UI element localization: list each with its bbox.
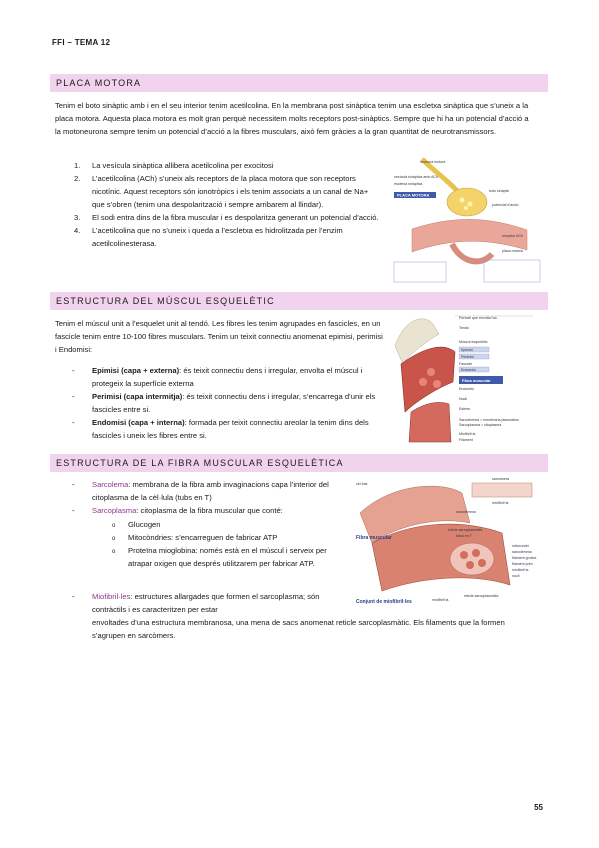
svg-text:reticle sarcoplasmàtic: reticle sarcoplasmàtic <box>448 528 483 532</box>
svg-text:Sarcoplasma = citoplasma: Sarcoplasma = citoplasma <box>459 423 501 427</box>
svg-text:Fascicle: Fascicle <box>459 362 472 366</box>
muscul-esqueletic-intro: Tenim el múscul unit a l’esquelet unit a… <box>55 319 383 354</box>
svg-text:miofibril·la: miofibril·la <box>512 568 528 572</box>
muscle-fiber-figure: cél·lula sarcòmera miofibril·la sarcolem… <box>352 473 544 607</box>
svg-text:sarcolemma: sarcolemma <box>456 510 476 514</box>
svg-text:mitocondri: mitocondri <box>512 544 529 548</box>
muscle-structure-illustration: Periosti que envolta l'os Tendó Múscul e… <box>394 315 533 443</box>
svg-text:potencial d'acció: potencial d'acció <box>492 203 518 207</box>
svg-text:Fibra muscular: Fibra muscular <box>356 535 392 541</box>
section-title-muscul-esqueletic: ESTRUCTURA DEL MÚSCUL ESQUELÈTIC <box>50 292 548 310</box>
svg-text:receptor ACh: receptor ACh <box>502 234 523 238</box>
miofibril-continuation: envoltades d’una estructura membranosa, … <box>92 618 505 640</box>
svg-text:Múscul esquelètic: Múscul esquelètic <box>459 340 488 344</box>
svg-text:vesícula sináptica amb ACh: vesícula sináptica amb ACh <box>394 175 438 179</box>
svg-text:escletxa sinàptica: escletxa sinàptica <box>394 182 422 186</box>
list-item: -Endomisi (capa + interna): formada per … <box>72 418 369 440</box>
section-title-placa-motora: PLACA MOTORA <box>50 74 548 92</box>
svg-text:Estries: Estries <box>459 407 470 411</box>
svg-text:Tendó: Tendó <box>459 326 469 330</box>
svg-text:Fibra muscular: Fibra muscular <box>462 378 491 383</box>
svg-text:sarcolemma: sarcolemma <box>512 550 532 554</box>
list-item: -Miofibril·les: estructures allargades q… <box>72 592 320 614</box>
svg-text:Filament: Filament <box>459 438 473 442</box>
svg-text:boto sinàptic: boto sinàptic <box>489 189 509 193</box>
svg-text:reticle sarcoplasmàtic: reticle sarcoplasmàtic <box>464 594 499 598</box>
page-header: FFI – TEMA 12 <box>52 38 111 47</box>
fibra-muscular-list: -Sarcolema: membrana de la fibra amb inv… <box>72 478 338 517</box>
svg-text:miofibril·la: miofibril·la <box>492 501 508 505</box>
muscul-layers-list: -Epimisi (capa + externa): és teixit con… <box>72 364 382 442</box>
list-item: 1.La vesícula sinàptica allibera acetilc… <box>74 161 274 170</box>
svg-text:Endomisi: Endomisi <box>459 387 474 391</box>
svg-text:túbul en T: túbul en T <box>456 534 473 538</box>
page-number: 55 <box>534 803 543 812</box>
svg-text:sarcòmera: sarcòmera <box>492 477 509 481</box>
svg-text:Nucli: Nucli <box>459 397 467 401</box>
svg-text:neurona motora: neurona motora <box>420 160 445 164</box>
svg-text:Miofibril·la: Miofibril·la <box>459 432 475 436</box>
svg-text:filament gruixut: filament gruixut <box>512 556 536 560</box>
svg-text:Conjunt de miofibril·les: Conjunt de miofibril·les <box>356 599 412 605</box>
svg-text:miofibril·la: miofibril·la <box>432 598 448 602</box>
list-item: -Sarcolema: membrana de la fibra amb inv… <box>72 480 329 502</box>
muscle-structure-figure: Periosti que envolta l'os Tendó Múscul e… <box>393 312 545 448</box>
motor-plate-figure: PLACA MOTORA neurona motora vesícula sin… <box>392 154 542 284</box>
miofibril-list: -Miofibril·les: estructures allargades q… <box>72 590 338 616</box>
svg-text:Perimisi: Perimisi <box>461 355 474 359</box>
muscle-fiber-illustration: cél·lula sarcòmera miofibril·la sarcolem… <box>356 477 536 605</box>
svg-text:Endomisi: Endomisi <box>461 368 476 372</box>
list-item: 2.L’acetilcolina (ACh) s’uneix als recep… <box>74 174 369 209</box>
svg-text:PLACA MOTORA: PLACA MOTORA <box>397 193 430 198</box>
motor-plate-illustration: PLACA MOTORA neurona motora vesícula sin… <box>393 157 541 283</box>
list-item: 3.El sodi entra dins de la fibra muscula… <box>74 213 379 222</box>
svg-text:Sarcolemma = membrana plasmàti: Sarcolemma = membrana plasmàtica <box>459 418 519 422</box>
svg-text:Epimisi: Epimisi <box>461 348 473 352</box>
svg-text:filament prim: filament prim <box>512 562 533 566</box>
svg-text:cél·lula: cél·lula <box>356 482 367 486</box>
list-item: -Sarcoplasma: citoplasma de la fibra mus… <box>72 506 283 515</box>
list-item: 4.L’acetilcolina que no s’uneix i queda … <box>74 226 343 248</box>
svg-text:placa motora: placa motora <box>502 249 523 253</box>
section-title-fibra-muscular: ESTRUCTURA DE LA FIBRA MUSCULAR ESQUELÈT… <box>50 454 548 472</box>
placa-motora-intro: Tenim el boto sinàptic amb i en el seu i… <box>55 101 529 136</box>
svg-text:Periosti que envolta l'os: Periosti que envolta l'os <box>459 316 497 320</box>
list-item: -Epimisi (capa + externa): és teixit con… <box>72 366 363 388</box>
svg-text:nucli: nucli <box>512 574 520 578</box>
list-item: -Perimisi (capa intermitja): és teixit c… <box>72 392 376 414</box>
placa-motora-steps: 1.La vesícula sinàptica allibera acetilc… <box>74 159 382 250</box>
